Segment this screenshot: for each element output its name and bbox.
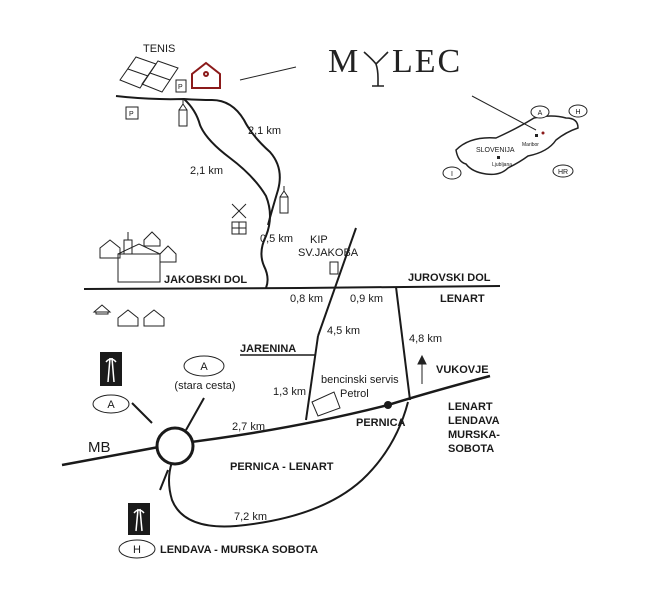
distance-label: 7,2 km <box>234 511 267 523</box>
parking-label-left: P <box>129 111 134 118</box>
distance-label: 0,5 km <box>260 233 293 245</box>
wine-glass-icon <box>363 51 389 87</box>
distance-label: 4,5 km <box>327 325 360 337</box>
spoke-a-top <box>185 397 205 431</box>
road-to-jakobski <box>183 98 271 289</box>
road-pernica-lenart <box>168 401 409 528</box>
badge-a-left: A <box>92 394 130 414</box>
svg-text:A: A <box>107 399 115 411</box>
lendava-ms-label: LENDAVA - MURSKA SOBOTA <box>160 544 318 556</box>
houses-icon <box>92 304 165 327</box>
dest-lendava-label: LENDAVA <box>448 415 500 427</box>
svg-text:A: A <box>200 361 208 373</box>
distance-label: 0,9 km <box>350 293 383 305</box>
road-lenart <box>395 286 411 401</box>
badge-h-bottom: H <box>118 539 156 559</box>
jurovski-dol-label: JUROVSKI DOL <box>408 272 491 284</box>
parking-label-top: P <box>178 84 183 91</box>
pernica-label: PERNICA <box>356 417 406 429</box>
spoke-a-left <box>131 402 153 424</box>
distance-label: 4,8 km <box>409 333 442 345</box>
slovenia-outline <box>455 115 579 176</box>
distance-label: 0,8 km <box>290 293 323 305</box>
distance-label: 2,1 km <box>248 125 281 137</box>
mb-label: MB <box>88 439 111 456</box>
distance-label: 1,3 km <box>273 386 306 398</box>
road-mb-pernica <box>61 374 491 467</box>
motorway-sign-icon <box>128 503 150 535</box>
inset-badge-i: I <box>451 171 453 178</box>
vukovje-label: VUKOVJE <box>436 364 489 376</box>
svg-text:H: H <box>133 544 141 556</box>
petrol-station-icon <box>311 391 341 417</box>
chapel-icon <box>279 186 289 214</box>
badge-a-top: A <box>183 355 225 377</box>
arrow-up-icon <box>417 354 427 384</box>
distance-label: 2,7 km <box>232 421 265 433</box>
motorway-sign-icon <box>100 352 122 386</box>
parking-sign-icon <box>125 106 139 120</box>
roundabout <box>155 426 195 466</box>
inset-badge-a: A <box>538 110 543 117</box>
parking-sign-icon <box>175 79 187 93</box>
tenis-label: TENIS <box>143 43 175 55</box>
kip-label: SV.JAKOBA <box>298 247 359 259</box>
logo-text-left: M <box>328 43 360 80</box>
mulec-marker <box>541 131 545 135</box>
logo-pointer-line <box>239 66 297 81</box>
jakobski-dol-label: JAKOBSKI DOL <box>164 274 247 286</box>
village-icon <box>99 231 177 283</box>
jarenina-label: JARENINA <box>240 343 296 355</box>
inset-badge-hr: HR <box>558 169 568 176</box>
logo-text-right: LEC <box>392 43 462 80</box>
slovenia-inset: SLOVENIJA Maribor Ljubljana A H I HR <box>442 95 588 180</box>
chapel-icon <box>178 100 188 127</box>
stara-cesta-label: (stara cesta) <box>174 380 235 392</box>
dest-lenart-label: LENART <box>448 401 493 413</box>
tennis-courts-icon <box>119 56 179 93</box>
kip-label: KIP <box>310 234 328 246</box>
bencinski-label: bencinski servis <box>321 374 399 386</box>
house-icon <box>191 61 221 89</box>
mulec-logo: M LEC <box>239 43 462 87</box>
road-top-loop <box>115 95 281 226</box>
spoke-bottom <box>159 469 169 491</box>
statue-sign-icon <box>329 261 339 275</box>
distance-label: 2,1 km <box>190 165 223 177</box>
road-jakobski-jurovski <box>83 285 501 290</box>
inset-country-label: SLOVENIJA <box>476 147 515 154</box>
maribor-marker <box>535 134 538 137</box>
petrol-label: Petrol <box>340 388 369 400</box>
lenart-label: LENART <box>440 293 485 305</box>
pernica-lenart-label: PERNICA - LENART <box>230 461 334 473</box>
road-kip <box>317 227 357 337</box>
dest-murska-label: MURSKA- <box>448 429 500 441</box>
roads <box>61 95 501 528</box>
dest-sobota-label: SOBOTA <box>448 443 494 455</box>
inset-city-label: Ljubljana <box>492 162 512 168</box>
inset-badge-h: H <box>575 109 580 116</box>
road-jarenina-pernica <box>305 335 319 421</box>
inset-city-label: Maribor <box>522 142 539 148</box>
inset-pointer-line <box>471 95 537 131</box>
windmill-icon <box>231 203 247 235</box>
ljubljana-marker <box>497 156 500 159</box>
pernica-junction-dot <box>384 401 392 409</box>
